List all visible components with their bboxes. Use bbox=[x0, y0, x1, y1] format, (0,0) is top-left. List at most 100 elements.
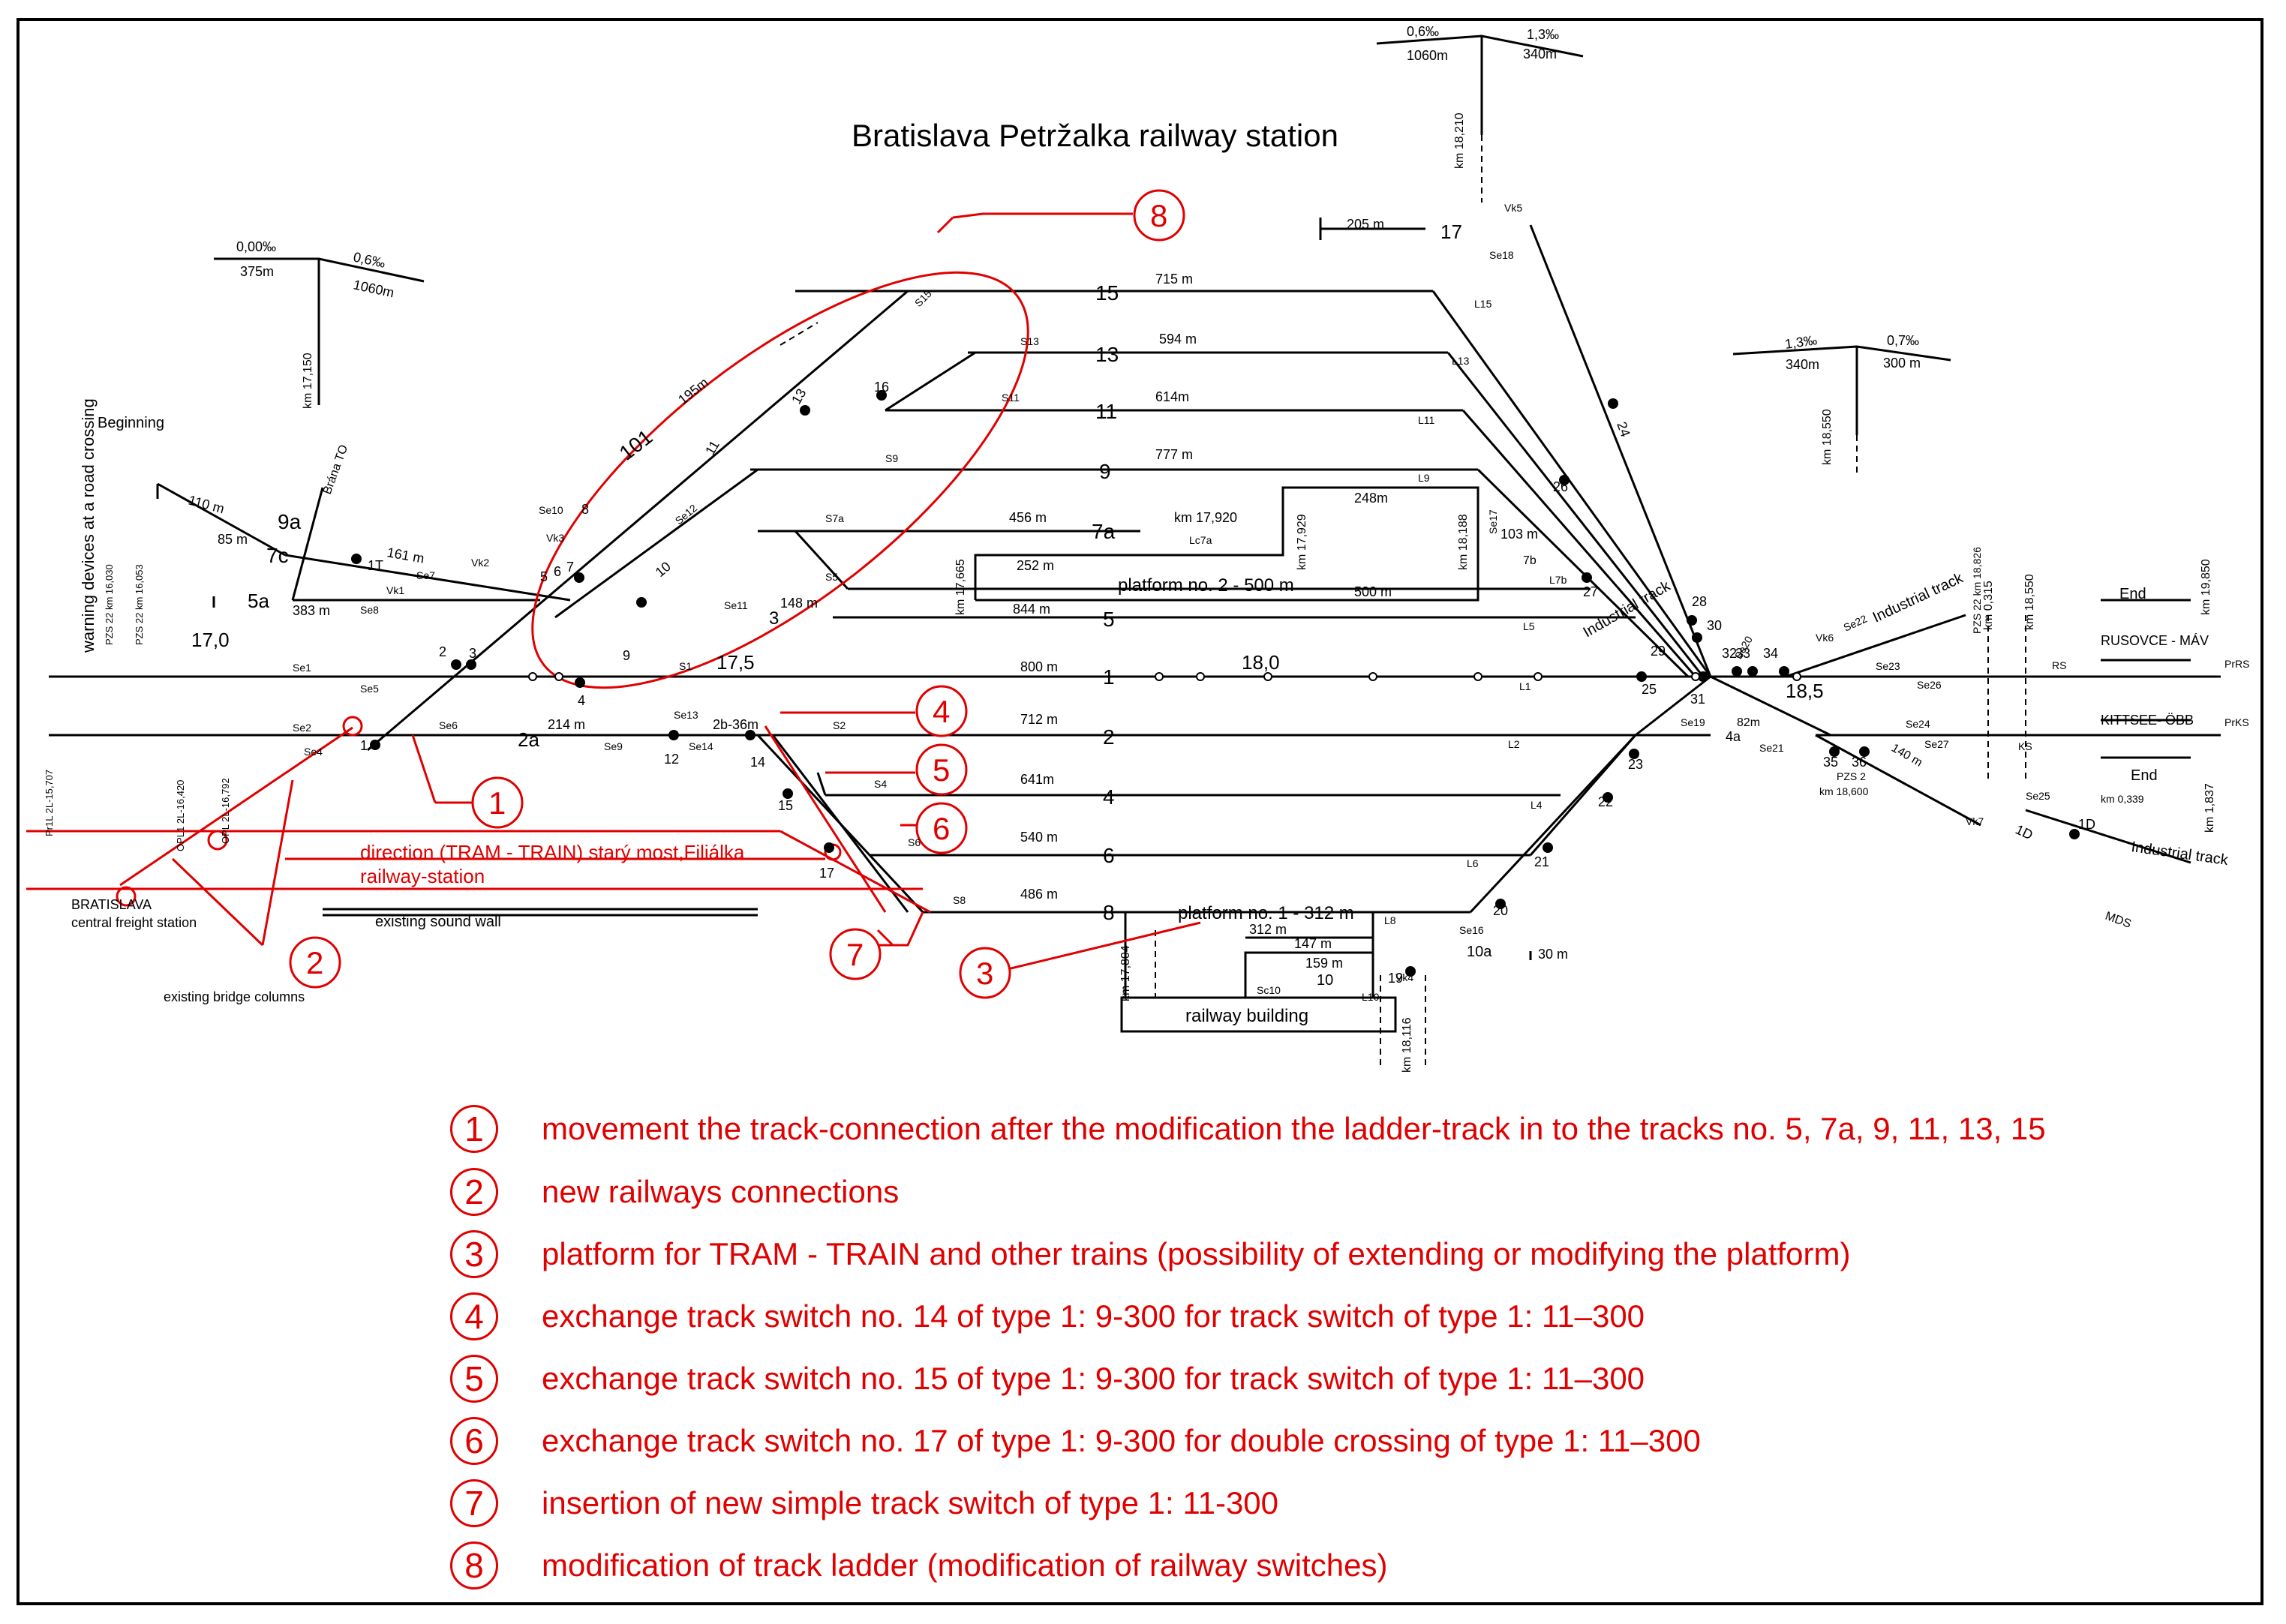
diagram-label: Industrial track bbox=[2130, 839, 2230, 869]
legend-text: exchange track switch no. 15 of type 1: … bbox=[542, 1361, 1645, 1396]
diagram-label: 1,3‰ bbox=[1527, 27, 1559, 42]
track-lengths: 715 m 594 m 614m 777 m 456 m 844 m 800 m… bbox=[1009, 272, 1197, 902]
diagram-label: S5 bbox=[825, 571, 838, 583]
track-13-label: 13 bbox=[1095, 343, 1119, 366]
diagram-label: PZS 22 km 16,053 bbox=[134, 564, 145, 645]
diagram-label: 2 bbox=[439, 644, 446, 659]
callout-2: 2 bbox=[289, 936, 341, 989]
diagram-label: km 18,550 bbox=[1821, 409, 1834, 465]
diagram-label: 712 m bbox=[1020, 712, 1058, 727]
diagram-label: platform no. 2 - 500 m bbox=[1118, 575, 1294, 596]
diagram-label: KITTSEE- ÖBB bbox=[2101, 713, 2194, 728]
diagram-label: Se24 bbox=[1906, 718, 1930, 730]
diagram-label: warning devices at a road crossing bbox=[79, 398, 98, 653]
red-annotations bbox=[26, 212, 1201, 977]
diagram-label: 205 m bbox=[1347, 217, 1384, 232]
diagram-label: km 18,188 bbox=[1457, 514, 1470, 570]
diagram-label: 456 m bbox=[1009, 510, 1047, 525]
diagram-label: BRATISLAVA bbox=[71, 897, 152, 912]
callout-4: 4 bbox=[915, 685, 968, 737]
diagram-label: 24 bbox=[1614, 420, 1633, 440]
track-9-label: 9 bbox=[1099, 460, 1111, 483]
track-6-label: 6 bbox=[1103, 844, 1115, 867]
diagram-label: L7b bbox=[1549, 574, 1567, 586]
track-4-label: 4 bbox=[1103, 785, 1115, 809]
diagram-label: 16 bbox=[874, 380, 889, 395]
track-8-label: 8 bbox=[1103, 901, 1115, 924]
diagram-label: 8 bbox=[1150, 198, 1167, 233]
diagram-label: 5 bbox=[540, 569, 548, 584]
diagram-label: Vk5 bbox=[1504, 202, 1522, 214]
diagram-label: Se8 bbox=[360, 604, 379, 616]
legend-number: 3 bbox=[450, 1230, 498, 1278]
diagram-label: 5 bbox=[933, 752, 950, 788]
callout-1: 1 bbox=[471, 776, 524, 829]
diagram-label: 0,6‰ bbox=[1407, 24, 1439, 39]
diagram-label: km 18,550 bbox=[2023, 574, 2036, 630]
diagram-label: Vk1 bbox=[386, 584, 404, 596]
diagram-label: S7a bbox=[825, 512, 844, 524]
callout-3: 3 bbox=[959, 947, 1011, 999]
diagram-label: 85 m bbox=[218, 532, 248, 547]
callout-5: 5 bbox=[915, 743, 968, 796]
diagram-label: 17,0 bbox=[191, 629, 230, 651]
diagram-label: L10 bbox=[1362, 991, 1380, 1003]
diagram-label: 195m bbox=[675, 375, 711, 407]
callout-circles: 1 2 3 4 5 6 7 8 bbox=[289, 189, 1185, 999]
diagram-label: 0,7‰ bbox=[1887, 333, 1919, 348]
diagram-label: km 0,339 bbox=[2101, 793, 2144, 805]
diagram-label: Se9 bbox=[604, 740, 623, 752]
diagram-label: 36 bbox=[1852, 755, 1867, 770]
diagram-label: 5a bbox=[248, 590, 269, 612]
diagram-label: 2a bbox=[518, 728, 539, 751]
diagram-label: 18,5 bbox=[1786, 680, 1824, 702]
diagram-label: L11 bbox=[1418, 414, 1435, 426]
diagram-label: Se16 bbox=[1459, 924, 1484, 936]
diagram-label: Se13 bbox=[674, 709, 698, 721]
diagram-label: 4a bbox=[1726, 729, 1741, 744]
diagram-label: Vk6 bbox=[1816, 632, 1834, 644]
diagram-label: OPL 2L-16,792 bbox=[220, 778, 231, 844]
diagram-label: 19 bbox=[1388, 971, 1403, 986]
callout-7: 7 bbox=[829, 928, 882, 980]
diagram-label: 7b bbox=[1523, 554, 1537, 567]
legend-number: 5 bbox=[450, 1355, 498, 1403]
diagram-label: 103 m bbox=[1500, 527, 1538, 542]
track-lines bbox=[49, 35, 2221, 1033]
legend-number: 7 bbox=[450, 1479, 498, 1527]
diagram-label: L8 bbox=[1384, 914, 1396, 926]
diagram-label: 248m bbox=[1354, 491, 1388, 506]
diagram-label: 800 m bbox=[1020, 659, 1058, 674]
diagram-label: 140 m bbox=[1889, 742, 1924, 770]
diagram-label: Pr1L 2L-15,707 bbox=[44, 770, 55, 836]
diagram-label: existing sound wall bbox=[375, 914, 501, 930]
diagram-label: 2 bbox=[306, 945, 323, 980]
diagram-frame bbox=[17, 18, 2263, 1605]
diagram-label: Industrial track bbox=[1870, 569, 1966, 626]
diagram-label: 23 bbox=[1628, 757, 1643, 772]
diagram-label: central freight station bbox=[71, 915, 197, 930]
diagram-label: 312 m bbox=[1249, 922, 1287, 937]
diagram-label: Vk7 bbox=[1966, 815, 1984, 827]
diagram-label: Se19 bbox=[1681, 716, 1705, 728]
diagram-label: RS bbox=[2052, 659, 2066, 671]
diagram-label: MDS bbox=[2104, 910, 2133, 931]
diagram-label: 300 m bbox=[1883, 356, 1921, 371]
diagram-label: 21 bbox=[1534, 854, 1549, 869]
diagram-label: 1D bbox=[2013, 821, 2035, 842]
diagram-label: Sc10 bbox=[1257, 984, 1281, 996]
diagram-label: Lc7a bbox=[1189, 534, 1212, 546]
diagram-label: km 17,150 bbox=[302, 353, 314, 409]
diagram-label: 486 m bbox=[1020, 887, 1058, 902]
diagram-label: 340m bbox=[1523, 47, 1557, 62]
legend-text: insertion of new simple track switch of … bbox=[542, 1485, 1279, 1520]
diagram-label: 383 m bbox=[293, 603, 330, 618]
diagram-label: 2b-36m bbox=[713, 717, 758, 732]
diagram-label: Se18 bbox=[1489, 249, 1514, 261]
diagram-label: 641m bbox=[1020, 772, 1054, 787]
diagram-label: km 1,837 bbox=[2203, 783, 2216, 833]
diagram-label: 30 bbox=[1707, 618, 1722, 633]
track-numbers: 15 13 11 9 7a 5 1 2 4 6 8 bbox=[1092, 281, 1119, 924]
track-7a-label: 7a bbox=[1092, 520, 1116, 543]
